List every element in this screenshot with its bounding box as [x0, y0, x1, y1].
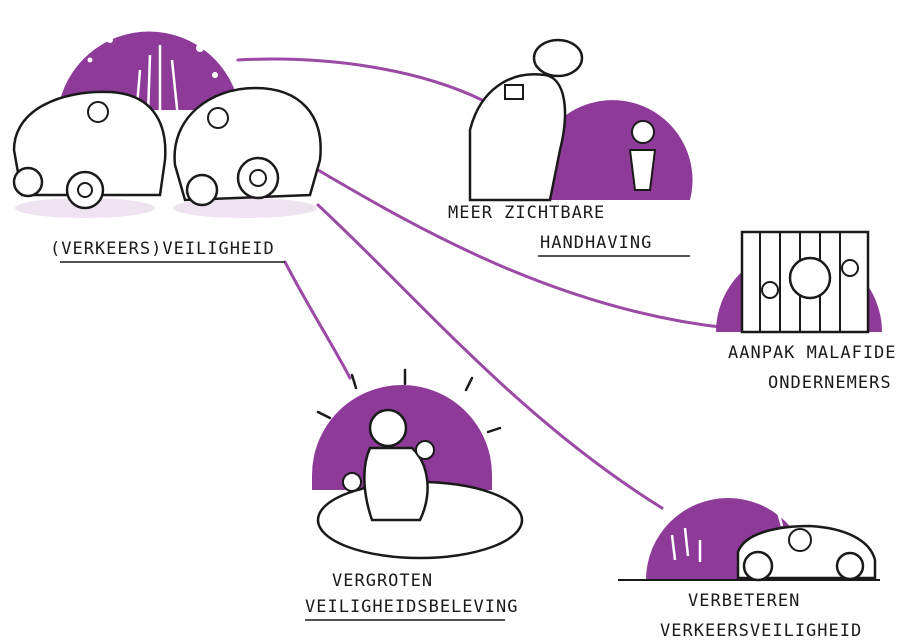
label-malafide-line-2: ONDERNEMERS: [768, 373, 892, 393]
label-handhaving-line-1: MEER ZICHTBARE: [448, 203, 605, 223]
edge-veiligheid-verkeersveiligheid: [316, 203, 664, 510]
car-crash-icon: [12, 28, 322, 218]
node-verkeersveiligheid: VERBETEREN VERKEERSVEILIGHEID: [618, 498, 880, 641]
label-verkeersveiligheid-line-1: VERBETEREN: [688, 591, 800, 611]
node-veiligheid: (VERKEERS)VEILIGHEID: [12, 28, 322, 263]
node-beleving: VERGROTEN VEILIGHEIDSBELEVING: [305, 368, 524, 621]
node-handhaving: MEER ZICHTBARE HANDHAVING: [448, 38, 693, 257]
label-veiligheid: (VERKEERS)VEILIGHEID: [50, 239, 275, 259]
connectors: [236, 57, 730, 510]
edge-veiligheid-handhaving: [236, 57, 484, 102]
label-verkeersveiligheid-line-2: VERKEERSVEILIGHEID: [660, 621, 862, 641]
label-beleving-line-2: VEILIGHEIDSBELEVING: [305, 597, 518, 617]
edge-veiligheid-malafide: [316, 168, 730, 330]
label-handhaving-line-2: HANDHAVING: [540, 233, 652, 253]
calm-person-icon: [312, 368, 524, 560]
police-officer-icon: [468, 38, 693, 202]
prisoner-behind-bars-icon: [716, 230, 882, 334]
node-malafide: AANPAK MALAFIDE ONDERNEMERS: [716, 230, 897, 393]
label-beleving-line-1: VERGROTEN: [332, 571, 433, 591]
driver-in-car-icon: [618, 498, 880, 582]
label-malafide-line-1: AANPAK MALAFIDE: [728, 343, 897, 363]
edge-veiligheid-beleving: [283, 260, 352, 380]
